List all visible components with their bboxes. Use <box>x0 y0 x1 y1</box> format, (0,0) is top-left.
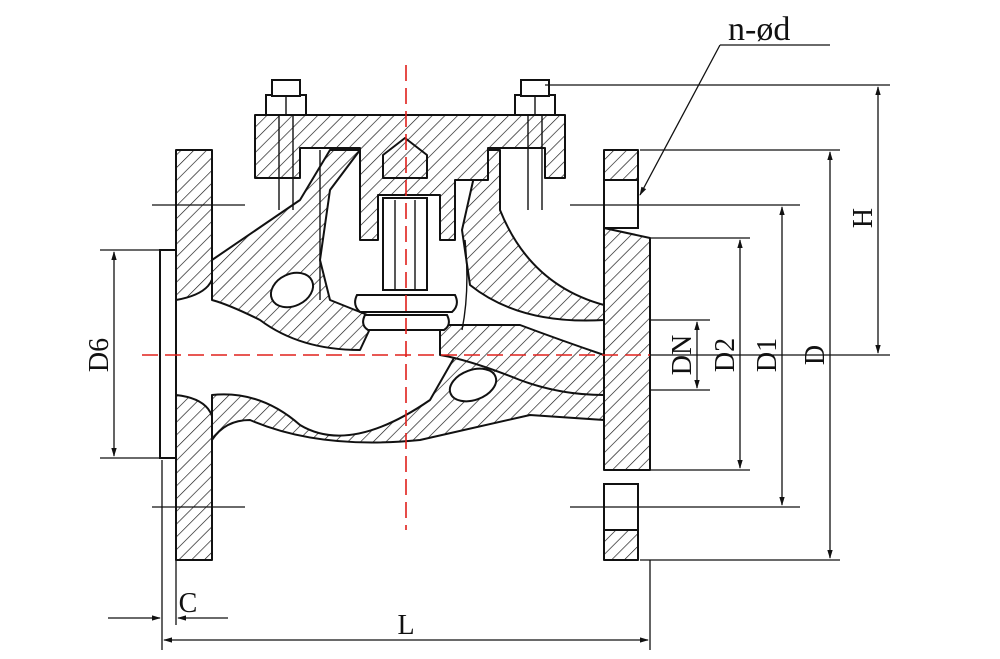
valve-body <box>211 149 605 444</box>
left-flange <box>159 149 215 561</box>
length-label: L <box>397 610 414 641</box>
height-label: H <box>848 208 879 228</box>
extension-lines <box>100 84 890 650</box>
bonnet <box>254 114 566 241</box>
d2-label: D2 <box>710 338 741 372</box>
dimension-labels: n-ød H D D1 D2 DN D6 C L <box>84 11 879 641</box>
d6-label: D6 <box>84 338 115 372</box>
bolt-holes-label: n-ød <box>728 11 790 48</box>
dimension-arrows <box>108 44 881 643</box>
right-bolt <box>514 79 556 210</box>
nominal-diameter-label: DN <box>667 335 698 375</box>
centerlines <box>142 65 650 530</box>
flange-thickness-label: C <box>179 588 198 619</box>
left-bolt <box>265 79 307 210</box>
d1-label: D1 <box>752 338 783 372</box>
disc-assembly <box>319 150 468 331</box>
flange-diameter-label: D <box>800 345 831 365</box>
